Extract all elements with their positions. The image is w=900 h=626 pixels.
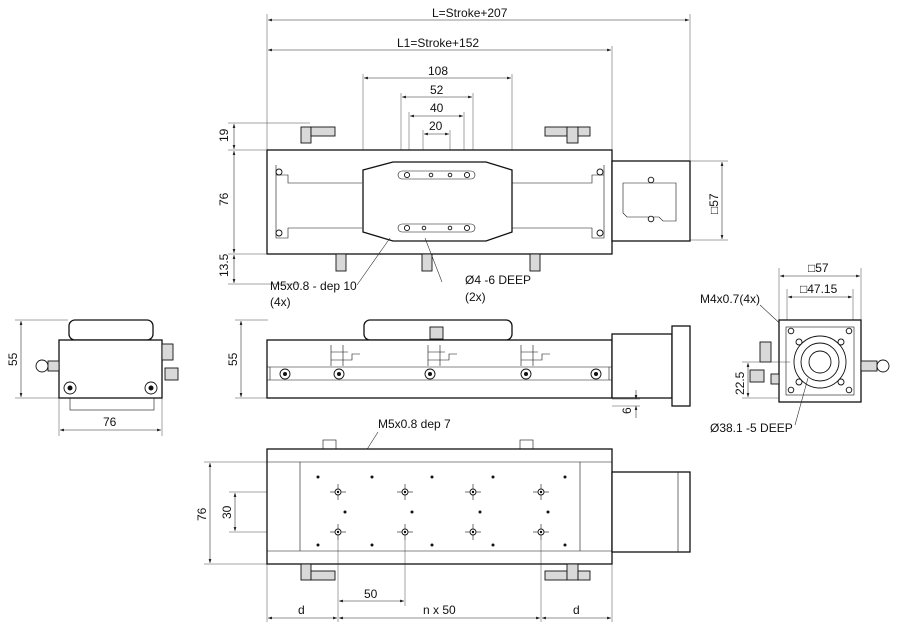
- right-square-57: □57: [808, 261, 829, 275]
- front-offset-6: 6: [620, 407, 634, 414]
- bottom-pitch-50: 50: [364, 587, 378, 601]
- right-tap-note: M4x0.7(4x): [700, 292, 760, 306]
- bottom-motor: [611, 471, 691, 553]
- pin-note-line2: (2x): [465, 290, 486, 304]
- right-square-47: □47.15: [800, 282, 838, 296]
- right-view: □57 □47.15 M4x0.7(4x) 22.5 Ø38.1 -5 DEEP: [700, 261, 890, 435]
- bottom-height-76: 76: [195, 507, 209, 521]
- bottom-end-right: d: [573, 603, 580, 617]
- motor-top: [611, 160, 691, 242]
- dim-40: 40: [430, 101, 444, 115]
- left-view: 55 76: [6, 319, 179, 436]
- tap-note-line2: (4x): [270, 295, 291, 309]
- front-body: [266, 339, 613, 399]
- right-height-22-5: 22.5: [733, 371, 747, 395]
- dim-motor-57: □57: [707, 193, 721, 214]
- dim-19: 19: [217, 128, 231, 142]
- left-height-55: 55: [6, 352, 20, 366]
- front-motor-flange: [671, 325, 691, 407]
- dim-108: 108: [428, 64, 448, 78]
- top-view: L=Stroke+207 L1=Stroke+152 108 52 40 20 …: [217, 6, 728, 309]
- front-view: 55 6: [226, 319, 691, 418]
- dim-52: 52: [430, 83, 444, 97]
- bottom-body: [266, 448, 613, 565]
- overall-length-label: L=Stroke+207: [432, 6, 508, 20]
- bottom-tap-note: M5x0.8 dep 7: [378, 417, 451, 431]
- bottom-view: M5x0.8 dep 7 76 30: [195, 417, 691, 622]
- carriage-top: [362, 161, 513, 242]
- dim-13-5: 13.5: [217, 253, 231, 277]
- dim-76-top: 76: [217, 192, 231, 206]
- bottom-pitch-n: n x 50: [423, 603, 456, 617]
- dim-20: 20: [429, 119, 443, 133]
- left-width-76: 76: [103, 415, 117, 429]
- right-bore-note: Ø38.1 -5 DEEP: [710, 421, 793, 435]
- tap-note-line1: M5x0.8 - dep 10: [270, 279, 357, 293]
- pin-note-line1: Ø4 -6 DEEP: [465, 273, 531, 287]
- bottom-end-left: d: [298, 603, 305, 617]
- front-height-55: 55: [226, 352, 240, 366]
- bottom-height-30: 30: [220, 505, 234, 519]
- rail-length-label: L1=Stroke+152: [397, 36, 479, 50]
